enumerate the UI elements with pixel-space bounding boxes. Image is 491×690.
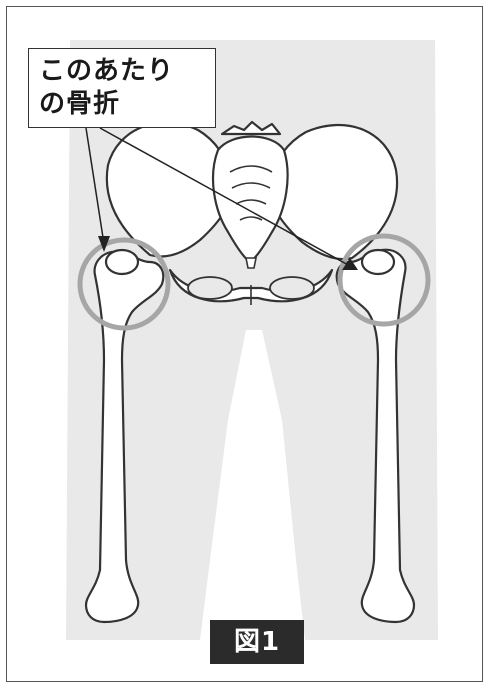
coccyx bbox=[246, 258, 256, 268]
fracture-callout-box: このあたり の骨折 bbox=[28, 48, 216, 128]
callout-line-1: このあたり bbox=[39, 55, 205, 88]
callout-line-2: の骨折 bbox=[39, 88, 205, 121]
figure-label: 図1 bbox=[210, 620, 304, 664]
left-femoral-head bbox=[106, 250, 138, 274]
right-femoral-head bbox=[362, 250, 394, 274]
